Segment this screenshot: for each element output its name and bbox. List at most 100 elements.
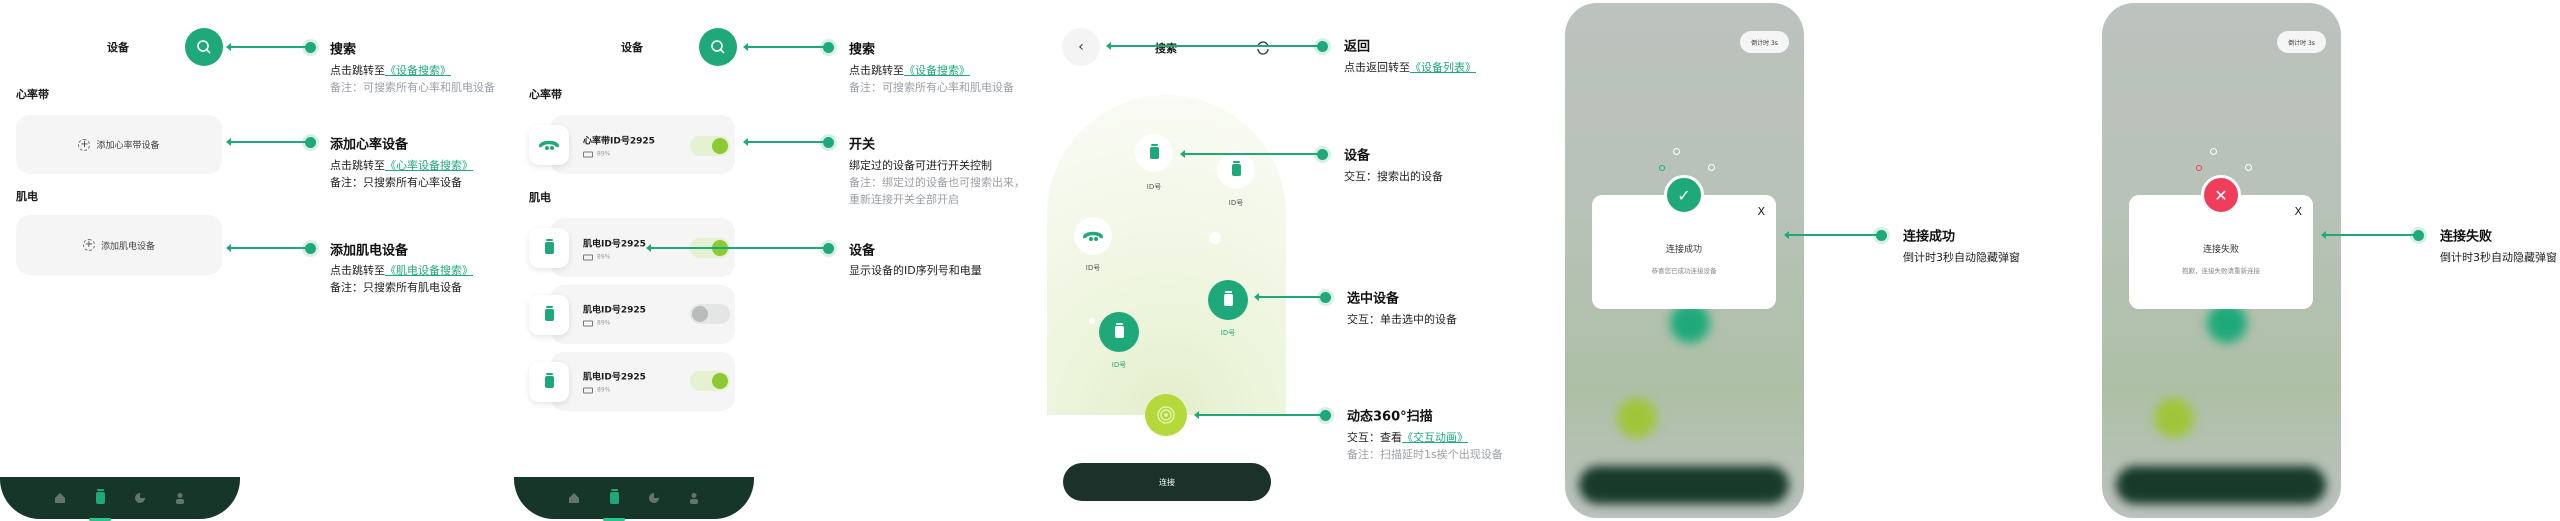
nav-stats[interactable] [646, 490, 662, 506]
close-button[interactable]: X [2294, 205, 2302, 218]
blurred-button [1579, 466, 1789, 504]
connector-dot [823, 243, 834, 254]
connector-line [1254, 293, 1325, 301]
connector-line [1784, 231, 1881, 239]
section-heart-rate: 心率带 [16, 88, 49, 101]
annotation-text: 点击跳转至《设备搜索》 [849, 62, 970, 78]
add-hr-label: 添加心率带设备 [96, 141, 160, 151]
connector-dot [1317, 149, 1328, 160]
panel-connect-failed: 倒计时 3s ✕ X 连接失败 抱歉，连接失败请重新连接 [2102, 3, 2341, 518]
decor-ring [2245, 164, 2252, 171]
battery-icon [583, 387, 593, 393]
blurred-scan [2154, 398, 2194, 438]
page-title: 设备 [107, 41, 129, 54]
device-toggle[interactable] [690, 136, 730, 156]
connector-line [646, 244, 828, 252]
device-toggle[interactable] [690, 304, 730, 324]
annotation-note: 备注：扫描延时1s挨个出现设备 [1347, 448, 1503, 461]
search-button[interactable] [699, 28, 737, 66]
emg-device-icon [544, 306, 554, 321]
refresh-icon[interactable] [1256, 41, 1270, 55]
annotation-title: 添加心率设备 [330, 137, 409, 153]
annotation-text: 点击返回转至《设备列表》 [1344, 59, 1476, 75]
nav-profile[interactable] [686, 490, 702, 506]
annotation-prefix: 点击跳转至 [330, 159, 385, 172]
blurred-button [2116, 466, 2326, 504]
annotation-title: 搜索 [849, 42, 876, 58]
annotation-text: 绑定过的设备可进行开关控制 [849, 159, 992, 172]
annotation-text: 倒计时3秒自动隐藏弹窗 [2440, 251, 2557, 264]
success-dialog: ✓ X 连接成功 恭喜您已成功连接设备 [1592, 175, 1776, 309]
nav-device[interactable] [89, 489, 111, 521]
chart-icon [135, 493, 145, 503]
nav-home[interactable] [52, 490, 68, 506]
emg-device-icon [1149, 144, 1159, 159]
scan-button[interactable] [1145, 394, 1187, 436]
countdown-pill: 倒计时 3s [2277, 31, 2326, 53]
selected-device[interactable] [1208, 280, 1248, 320]
connector-line [1106, 42, 1322, 50]
decor-ring [2210, 148, 2217, 155]
device-icon [609, 489, 619, 504]
add-emg-device-button[interactable]: +添加肌电设备 [16, 215, 222, 275]
battery-icon [583, 320, 593, 326]
dialog-message: 抱歉，连接失败请重新连接 [2182, 267, 2260, 275]
nav-stats[interactable] [132, 490, 148, 506]
battery-icon [583, 151, 593, 157]
annotation-link[interactable]: 《心率设备搜索》 [385, 159, 473, 172]
radar-dot [1089, 318, 1095, 324]
nav-device[interactable] [603, 489, 625, 521]
battery-level: 89% [583, 151, 610, 158]
annotation-title: 设备 [849, 243, 876, 259]
annotation-title: 连接失败 [2440, 229, 2493, 245]
found-device[interactable] [1135, 134, 1173, 172]
countdown-pill: 倒计时 3s [1740, 31, 1789, 53]
failure-dialog: ✕ X 连接失败 抱歉，连接失败请重新连接 [2129, 175, 2313, 309]
connect-button[interactable]: 连接 [1063, 463, 1271, 501]
annotation-link[interactable]: 《设备列表》 [1410, 61, 1476, 74]
found-device[interactable] [1217, 151, 1255, 189]
device-name: 肌电ID号2925 [583, 372, 646, 383]
annotation-link[interactable]: 《交互动画》 [1402, 431, 1468, 444]
bottom-nav [514, 477, 754, 521]
annotation-note: 重新连接开关全部开启 [849, 193, 959, 206]
annotation-title: 设备 [1344, 148, 1371, 164]
selected-device[interactable] [1099, 312, 1139, 352]
blurred-device [1670, 303, 1710, 343]
connector-line [226, 138, 310, 146]
annotation-prefix: 交互：查看 [1347, 431, 1402, 444]
close-button[interactable]: X [1757, 205, 1765, 218]
device-icon-box [529, 295, 569, 335]
annotation-note: 备注：可搜索所有心率和肌电设备 [330, 81, 495, 94]
device-icon-box [529, 362, 569, 402]
annotation-link[interactable]: 《肌电设备搜索》 [385, 264, 473, 277]
back-button[interactable]: ‹ [1062, 28, 1100, 66]
connector-dot [823, 42, 834, 53]
decor-ring [2196, 165, 2202, 171]
search-button[interactable] [185, 28, 223, 66]
error-x-icon: ✕ [2201, 175, 2241, 215]
device-toggle[interactable] [690, 371, 730, 391]
add-heart-rate-device-button[interactable]: +添加心率带设备 [16, 115, 222, 174]
check-icon: ✓ [1664, 175, 1704, 215]
section-heart-rate: 心率带 [529, 88, 562, 101]
chevron-left-icon: ‹ [1078, 39, 1084, 55]
connector-line [226, 244, 310, 252]
nav-profile[interactable] [172, 490, 188, 506]
nav-home[interactable] [566, 490, 582, 506]
annotation-text: 点击跳转至《心率设备搜索》 [330, 157, 473, 173]
chart-icon [649, 493, 659, 503]
annotation-link[interactable]: 《设备搜索》 [385, 64, 451, 77]
connector-line [226, 43, 310, 51]
battery-icon [583, 254, 593, 260]
found-device[interactable] [1074, 217, 1112, 255]
annotation-text: 显示设备的ID序列号和电量 [849, 264, 982, 277]
device-name: 肌电ID号2925 [583, 305, 646, 316]
annotation-link[interactable]: 《设备搜索》 [904, 64, 970, 77]
annotation-text: 点击跳转至《设备搜索》 [330, 62, 451, 78]
dialog-message: 恭喜您已成功连接设备 [1651, 267, 1717, 275]
home-icon [569, 493, 579, 503]
section-emg: 肌电 [529, 191, 551, 204]
annotation-prefix: 点击跳转至 [330, 264, 385, 277]
emg-device-icon [1231, 161, 1241, 176]
